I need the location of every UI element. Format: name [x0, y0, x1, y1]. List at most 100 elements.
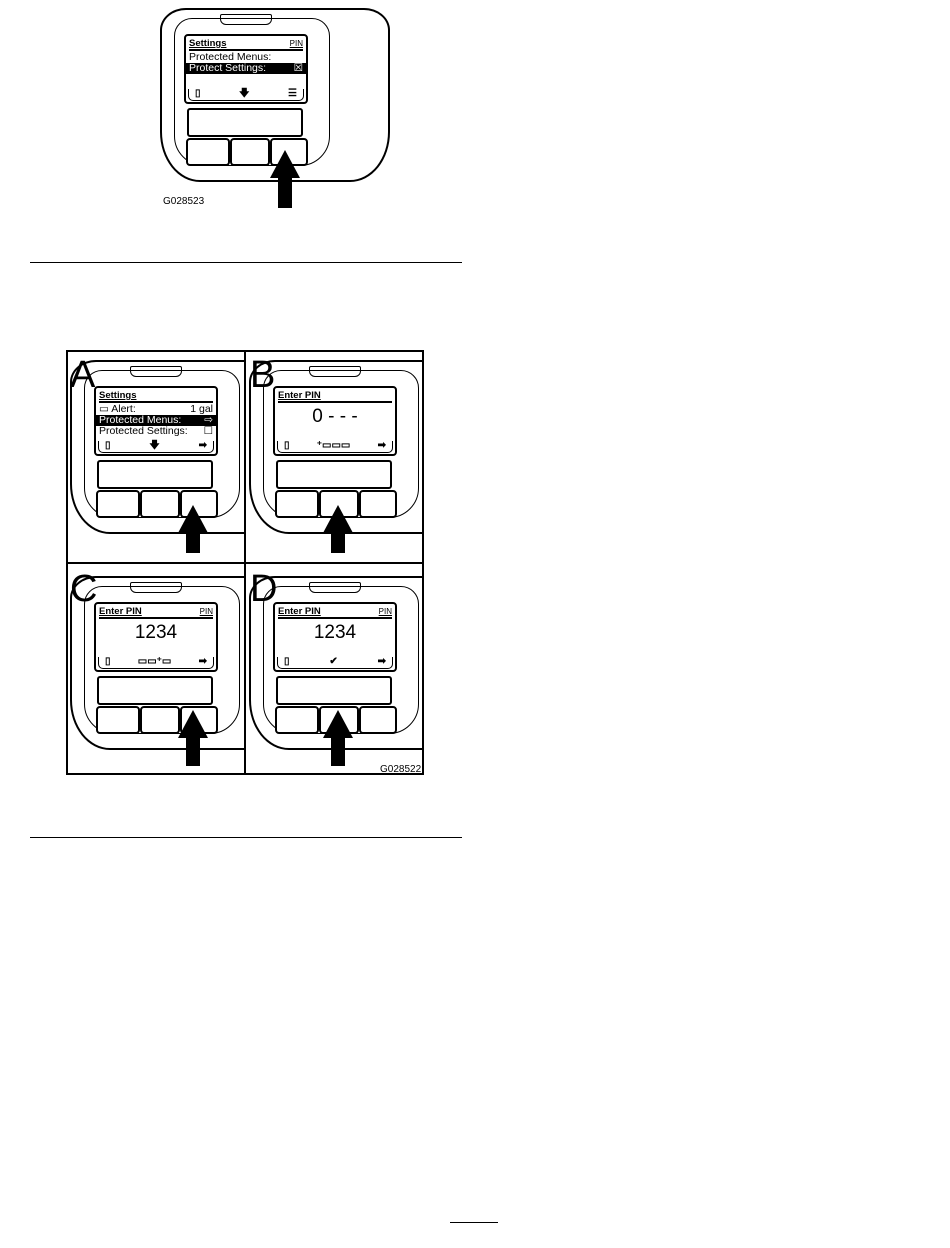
menu-item[interactable]: ▭ Alert: 1 gal	[96, 404, 216, 415]
lower-display	[276, 676, 392, 705]
lower-display	[276, 460, 392, 489]
page-number-rule	[450, 1222, 498, 1223]
left-button[interactable]	[275, 706, 319, 734]
top-indicator	[309, 582, 361, 593]
menu-item-value: ☐	[203, 425, 213, 437]
lcd-screen: Enter PIN 0 - - - ▯ ⁺▭▭▭ ➡	[273, 386, 397, 456]
press-arrow-icon	[178, 710, 208, 766]
panel-letter: B	[250, 354, 276, 396]
arrow-head	[270, 150, 300, 178]
action-icon: 🡇	[239, 88, 250, 99]
softkey-bar: ▯ ✔ ➡	[277, 657, 393, 669]
screen-title-bar: Settings	[99, 390, 213, 403]
screen-title: Enter PIN	[278, 390, 321, 401]
figure-label: G028523	[163, 196, 205, 207]
menu-item-label: ▭ Alert:	[99, 403, 136, 415]
menu-item-value: ☒	[293, 62, 303, 74]
next-icon: ➡	[198, 440, 207, 451]
left-button[interactable]	[96, 490, 140, 518]
arrow-head	[323, 710, 353, 738]
exit-icon: ▯	[284, 440, 290, 451]
right-button[interactable]	[359, 706, 397, 734]
right-button[interactable]	[359, 490, 397, 518]
top-indicator	[309, 366, 361, 377]
menu-item-label: Protected Settings:	[99, 425, 188, 437]
arrow-shaft	[186, 533, 200, 553]
next-icon: ➡	[377, 440, 386, 451]
display-unit: Enter PIN PIN 1234 ▯ ✔ ➡	[247, 576, 422, 756]
figure-label: G028522	[380, 764, 422, 775]
exit-icon: ▯	[284, 656, 290, 667]
action-icon: ▭▭⁺▭	[137, 656, 172, 667]
pin-entry-value: 1234	[313, 622, 357, 643]
softkey-bar: ▯ ▭▭⁺▭ ➡	[98, 657, 214, 669]
center-button[interactable]	[140, 490, 180, 518]
action-icon: ✔	[329, 656, 338, 667]
screen-title-bar: Enter PIN PIN	[278, 606, 392, 619]
arrow-shaft	[331, 533, 345, 553]
menu-item-value: ⇨	[204, 414, 213, 426]
top-indicator	[220, 14, 272, 25]
screen-title: Enter PIN	[278, 606, 321, 617]
panel-letter: D	[250, 568, 278, 610]
action-icon: ⁺▭▭▭	[316, 440, 351, 451]
press-arrow-icon	[323, 710, 353, 766]
menu-item[interactable]: Protected Settings: ☐	[96, 426, 216, 437]
panel-letter: C	[70, 568, 98, 610]
next-icon: ☰	[288, 88, 297, 99]
section-divider	[30, 837, 462, 838]
next-icon: ➡	[377, 656, 386, 667]
exit-icon: ▯	[105, 656, 111, 667]
menu-item-label: Protected Menus:	[189, 51, 272, 63]
lower-display	[187, 108, 303, 137]
menu-item-label: Protect Settings:	[189, 62, 267, 74]
center-button[interactable]	[140, 706, 180, 734]
section-divider	[30, 262, 462, 263]
press-arrow-icon	[178, 505, 208, 553]
menu-item[interactable]: Protected Menus:	[186, 52, 306, 63]
pin-indicator: PIN	[289, 39, 303, 48]
softkey-bar: ▯ 🡇 ☰	[188, 89, 304, 101]
exit-icon: ▯	[105, 440, 111, 451]
press-arrow-icon	[323, 505, 353, 553]
softkey-bar: ▯ ⁺▭▭▭ ➡	[277, 441, 393, 453]
lower-display	[97, 676, 213, 705]
screen-title-bar: Enter PIN	[278, 390, 392, 403]
left-button[interactable]	[96, 706, 140, 734]
exit-icon: ▯	[195, 88, 201, 99]
lcd-screen: Enter PIN PIN 1234 ▯ ✔ ➡	[273, 602, 397, 672]
screen-title: Settings	[99, 390, 137, 401]
screen-title-bar: Enter PIN PIN	[99, 606, 213, 619]
left-button[interactable]	[275, 490, 319, 518]
screen-title: Enter PIN	[99, 606, 142, 617]
arrow-head	[323, 505, 353, 533]
menu-item[interactable]: Protected Menus: ⇨	[96, 415, 216, 426]
arrow-shaft	[186, 738, 200, 766]
arrow-shaft	[278, 178, 292, 208]
grid-divider	[66, 562, 424, 564]
menu-item[interactable]: Protect Settings: ☒	[186, 63, 306, 74]
panel-letter: A	[70, 354, 96, 396]
action-icon: 🡇	[149, 440, 160, 451]
top-indicator	[130, 366, 182, 377]
lower-display	[97, 460, 213, 489]
arrow-shaft	[331, 738, 345, 766]
left-button[interactable]	[186, 138, 230, 166]
top-indicator	[130, 582, 182, 593]
pin-indicator: PIN	[199, 607, 213, 616]
softkey-bar: ▯ 🡇 ➡	[98, 441, 214, 453]
menu-item-label: Protected Menus:	[99, 414, 182, 426]
pin-entry-value: 1234	[134, 622, 178, 643]
next-icon: ➡	[198, 656, 207, 667]
menu-item-value: 1 gal	[190, 403, 213, 415]
center-button[interactable]	[230, 138, 270, 166]
pin-indicator: PIN	[378, 607, 392, 616]
arrow-head	[178, 505, 208, 533]
lcd-screen: Enter PIN PIN 1234 ▯ ▭▭⁺▭ ➡	[94, 602, 218, 672]
panel-d: Enter PIN PIN 1234 ▯ ✔ ➡	[246, 564, 422, 774]
pin-entry-value: 0 - - -	[312, 406, 358, 427]
